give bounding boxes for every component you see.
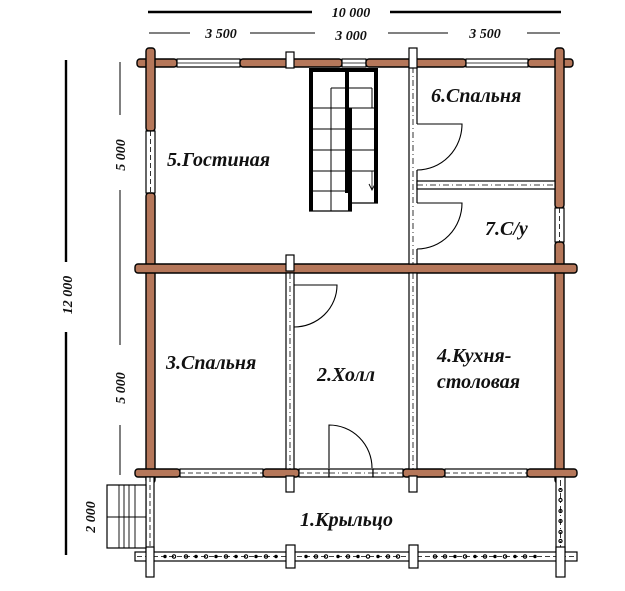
- doors: [293, 123, 463, 469]
- dim-depth-porch-label: 2 000: [84, 501, 99, 534]
- room-label-bedroom-6: 6.Спальня: [431, 85, 521, 107]
- dimension-total-width: 10 000: [148, 6, 561, 21]
- room-label-porch: 1.Крыльцо: [300, 509, 393, 531]
- exterior-walls: [134, 47, 578, 484]
- porch: [106, 476, 578, 578]
- dim-width-left-label: 3 500: [204, 27, 237, 42]
- railing-balusters: [163, 554, 537, 559]
- room-label-bedroom-3: 3.Спальня: [165, 352, 256, 374]
- room-label-bathroom: 7.С/у: [485, 218, 528, 240]
- dim-depth-bottom-label: 5 000: [114, 372, 129, 404]
- room-label-kitchen-line1: 4.Кухня-: [436, 345, 511, 367]
- room-label-hall: 2.Холл: [316, 364, 375, 386]
- dim-total-depth-label: 12 000: [61, 276, 76, 315]
- dimension-total-depth: 12 000: [61, 60, 76, 555]
- interior-partitions: [285, 47, 556, 493]
- dim-width-right-label: 3 500: [468, 27, 501, 42]
- dim-depth-top-label: 5 000: [114, 139, 129, 171]
- dim-width-middle-label: 3 000: [334, 29, 367, 44]
- room-label-living-room: 5.Гостиная: [167, 149, 270, 171]
- dimension-segment-depths: 5 000 5 000 2 000: [84, 62, 129, 534]
- staircase: [309, 68, 378, 212]
- dimension-segment-widths: 3 500 3 000 3 500: [149, 27, 560, 44]
- room-label-kitchen-line2: столовая: [437, 371, 520, 393]
- room-labels: 5.Гостиная 6.Спальня 7.С/у 3.Спальня 2.Х…: [165, 85, 528, 531]
- dim-total-width-label: 10 000: [332, 6, 371, 21]
